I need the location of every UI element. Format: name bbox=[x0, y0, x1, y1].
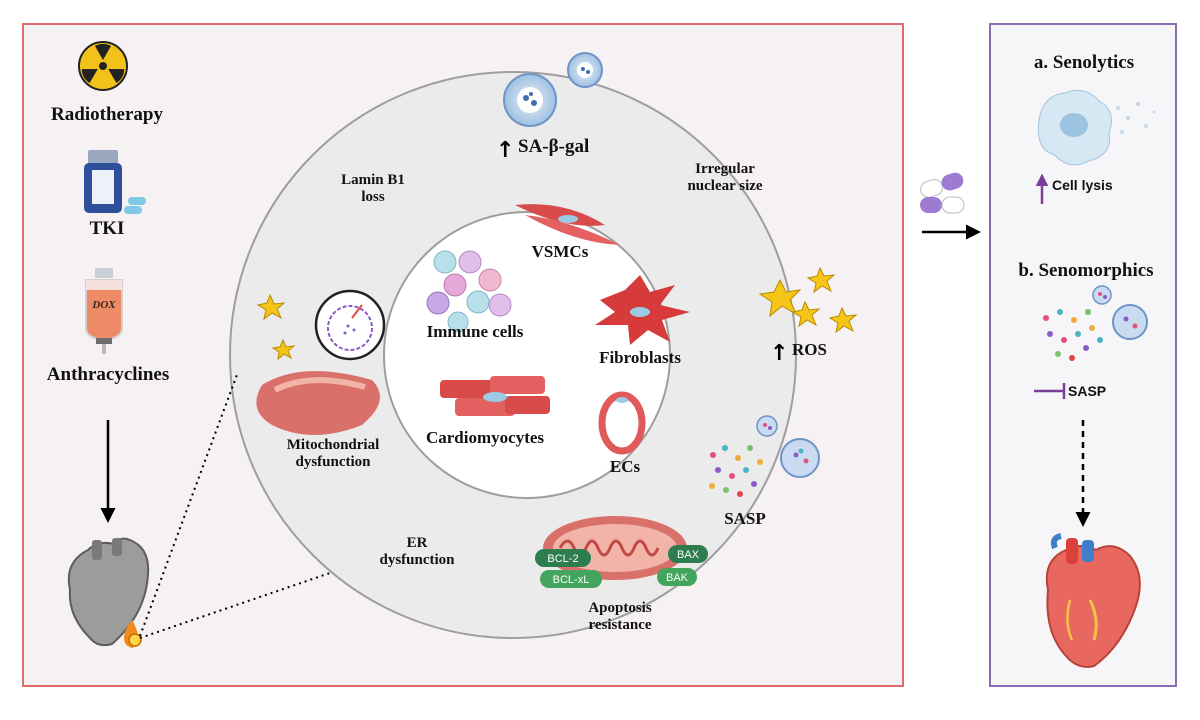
irregular-line1: Irregular bbox=[695, 161, 755, 177]
sa-beta-gal-icon bbox=[503, 52, 603, 127]
mito-line1: Mitochondrial bbox=[286, 437, 380, 453]
mitochondrial-dysfunction-label: Mitochondrial dysfunction bbox=[268, 437, 398, 472]
bcl2-pill bbox=[535, 549, 591, 567]
apoptosis-resistance-label: Apoptosis resistance bbox=[560, 600, 680, 635]
bax-label: BAX bbox=[677, 549, 700, 561]
radiotherapy-label: Radiotherapy bbox=[51, 104, 163, 125]
apoptosis-line2: resistance bbox=[588, 617, 652, 634]
sa-beta-gal-label: SA-β-gal bbox=[518, 136, 590, 157]
mito-line2: dysfunction bbox=[295, 454, 371, 471]
cardiomyocytes-icon bbox=[440, 376, 550, 416]
iv-bag-icon bbox=[85, 268, 123, 354]
sasp-right-label: SASP bbox=[1068, 383, 1107, 399]
immune-cells-icon bbox=[426, 250, 512, 333]
er-dysfunction-label: ER dysfunction bbox=[362, 535, 472, 570]
bclxl-pill bbox=[540, 570, 602, 588]
pill-bottle-icon bbox=[84, 150, 146, 214]
up-arrow-sa-beta-gal: ↑ bbox=[496, 138, 514, 163]
cardiomyocytes-label: Cardiomyocytes bbox=[425, 428, 545, 447]
inhibit-symbol-icon bbox=[1034, 383, 1066, 399]
vsmcs-label: VSMCs bbox=[531, 242, 589, 261]
anthracyclines-label: Anthracyclines bbox=[46, 364, 170, 385]
mito-ros-stars-icon bbox=[256, 293, 296, 361]
ros-icon bbox=[758, 266, 858, 334]
ecs-label: ECs bbox=[609, 457, 641, 476]
sasp-particles-icon bbox=[709, 415, 820, 497]
up-arrow-ros: ↑ bbox=[770, 341, 788, 366]
sasp-ring-label: SASP bbox=[724, 509, 766, 528]
senolytics-label: a. Senolytics bbox=[1033, 52, 1135, 73]
tki-label: TKI bbox=[89, 218, 125, 239]
fibroblasts-label: Fibroblasts bbox=[599, 348, 681, 367]
er-line2: dysfunction bbox=[379, 552, 455, 569]
vsmcs-icon bbox=[515, 204, 620, 245]
immune-cells-label: Immune cells bbox=[426, 322, 524, 341]
capsule-icon bbox=[920, 172, 965, 214]
bak-label: BAK bbox=[666, 572, 689, 584]
lamin-b1-label: Lamin B1 loss bbox=[318, 172, 428, 207]
bclxl-label: BCL-xL bbox=[553, 574, 590, 586]
radiation-icon bbox=[78, 41, 128, 91]
grey-heart-icon bbox=[67, 537, 150, 648]
endothelial-cells-icon bbox=[598, 391, 646, 455]
damaged-mitochondrion-icon bbox=[256, 289, 386, 435]
cell-lysis-label: Cell lysis bbox=[1052, 177, 1113, 193]
bak-pill bbox=[657, 568, 697, 586]
zoom-line-upper bbox=[139, 371, 239, 637]
apoptosis-line1: Apoptosis bbox=[588, 600, 652, 616]
er-line1: ER bbox=[406, 535, 428, 551]
healthy-heart-icon bbox=[1045, 533, 1141, 668]
senomorphics-label: b. Senomorphics bbox=[1018, 260, 1154, 281]
lamin-b1-line2: loss bbox=[361, 189, 385, 206]
lysed-cell-icon bbox=[1037, 89, 1156, 166]
fibroblasts-icon bbox=[595, 275, 690, 345]
bax-pill bbox=[668, 545, 708, 563]
ros-label: ROS bbox=[792, 340, 827, 359]
lamin-b1-line1: Lamin B1 bbox=[341, 172, 405, 188]
irregular-nuclear-size-label: Irregular nuclear size bbox=[660, 161, 790, 196]
bcl2-label: BCL-2 bbox=[547, 553, 578, 565]
irregular-line2: nuclear size bbox=[687, 178, 763, 195]
dox-label: DOX bbox=[91, 299, 116, 311]
senomorphic-sasp-icon bbox=[1043, 285, 1148, 361]
